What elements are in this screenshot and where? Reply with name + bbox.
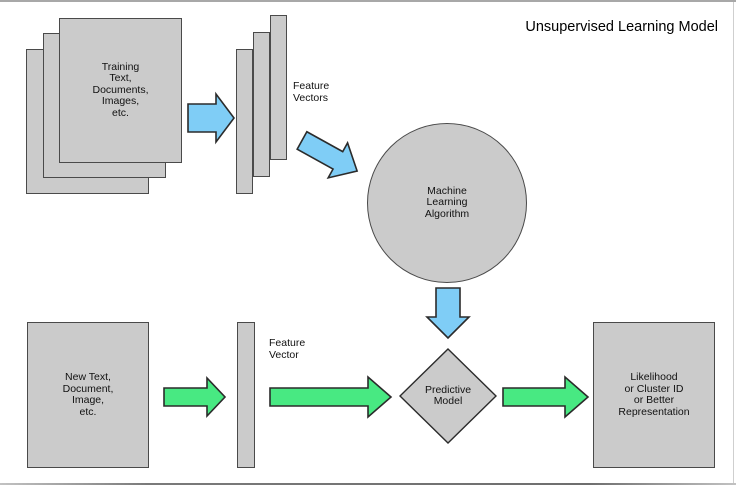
training-documents-node: Training Text, Documents, Images, etc. [59, 18, 182, 163]
arrow-training-to-vectors [187, 91, 235, 145]
feature-vectors-bar-front [236, 49, 253, 194]
arrow-training-to-vectors-shape [187, 91, 235, 145]
new-document-node: New Text, Document, Image, etc. [27, 322, 149, 468]
predictive-model-node [398, 348, 498, 444]
slide-bottom-border [0, 483, 736, 485]
feature-vectors-label: Feature Vectors [293, 80, 330, 104]
feature-vector-label: Feature Vector [269, 337, 306, 361]
machine-learning-algorithm-node: Machine Learning Algorithm [367, 123, 527, 283]
output-node: Likelihood or Cluster ID or Better Repre… [593, 322, 715, 468]
output-label: Likelihood or Cluster ID or Better Repre… [618, 371, 690, 418]
arrow-newdoc-to-vector [163, 375, 227, 419]
training-documents-label: Training Text, Documents, Images, etc. [92, 60, 149, 119]
feature-vectors-bar-back [270, 15, 287, 160]
arrow-model-to-output-shape [502, 375, 590, 419]
feature-vectors-bar-middle [253, 32, 270, 177]
new-document-label: New Text, Document, Image, etc. [62, 371, 114, 418]
arrow-algorithm-to-model [425, 287, 471, 340]
arrow-vectors-to-algorithm-shape [296, 130, 359, 180]
predictive-model-shape [398, 348, 498, 444]
slide-right-border [733, 2, 734, 484]
arrow-newdoc-to-vector-shape [163, 375, 227, 419]
machine-learning-algorithm-label: Machine Learning Algorithm [424, 184, 470, 220]
arrow-vector-to-model [269, 375, 393, 419]
arrow-model-to-output [502, 375, 590, 419]
diagram-title: Unsupervised Learning Model [525, 19, 718, 35]
arrow-vector-to-model-shape [269, 375, 393, 419]
arrow-vectors-to-algorithm [296, 130, 359, 180]
arrow-algorithm-to-model-shape [425, 287, 471, 340]
slide-top-border [0, 0, 736, 2]
feature-vector-bar [237, 322, 255, 468]
